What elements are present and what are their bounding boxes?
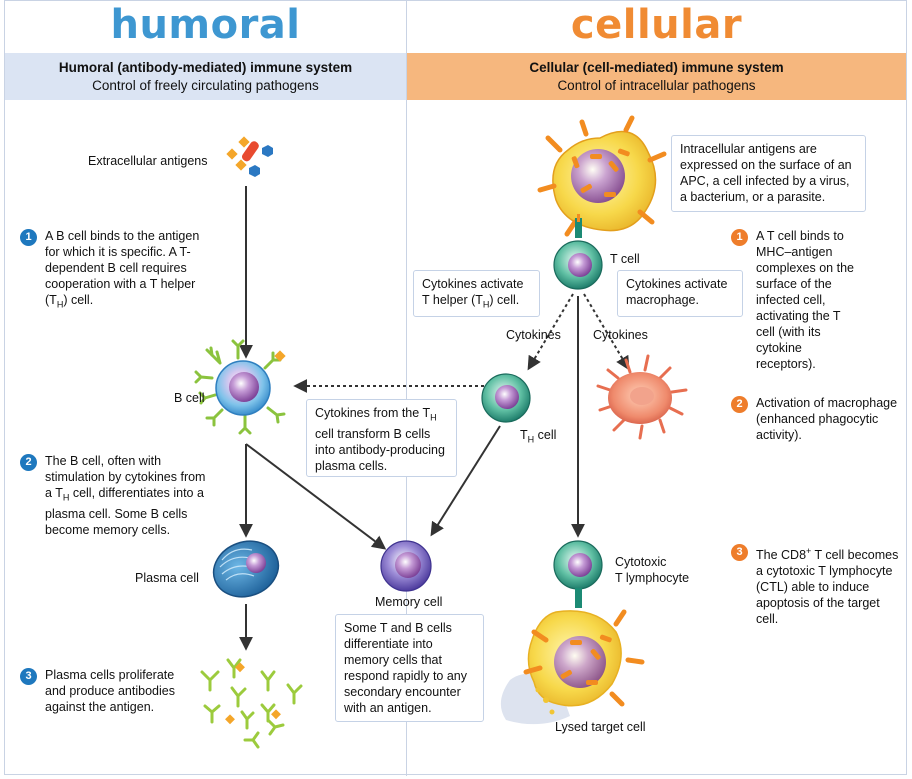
- humoral-step-2-a: The B cell, often with stimulation by cy…: [45, 454, 206, 500]
- cellular-step-3-text: The CD8+ T cell becomes a cytotoxic T ly…: [756, 543, 901, 627]
- memory-cell-label: Memory cell: [375, 595, 443, 609]
- cellular-step-1-badge: 1: [731, 229, 748, 246]
- th-transform-box: Cytokines from the TH cell transform B c…: [306, 399, 457, 477]
- cellular-header-subtitle: Control of intracellular pathogens: [557, 78, 756, 93]
- humoral-header: Humoral (antibody-mediated) immune syste…: [5, 53, 406, 100]
- b-cell-icon: [194, 339, 286, 435]
- humoral-step-1-sub: H: [56, 299, 64, 310]
- th-cell-sub: H: [527, 434, 535, 445]
- plasma-cell-icon: [212, 540, 280, 598]
- cellular-step-3-badge: 3: [731, 544, 748, 561]
- cytokines-right-label: Cytokines: [593, 328, 648, 342]
- memory-cell-box: Some T and B cells differentiate into me…: [335, 614, 484, 722]
- t-cell-label: T cell: [610, 252, 640, 266]
- humoral-header-subtitle: Control of freely circulating pathogens: [92, 78, 319, 93]
- cellular-header: Cellular (cell-mediated) immune system C…: [407, 53, 906, 100]
- humoral-step-2-sub: H: [62, 492, 70, 503]
- figure-frame: [4, 0, 907, 775]
- humoral-step-2-badge: 2: [20, 454, 37, 471]
- th-transform-a: Cytokines from the T: [315, 406, 431, 420]
- th-transform-b: cell transform B cells into antibody-pro…: [315, 426, 445, 473]
- macrophage-icon: [596, 354, 688, 440]
- humoral-title: humoral: [110, 2, 301, 48]
- humoral-header-title: Humoral (antibody-mediated) immune syste…: [58, 60, 353, 75]
- cyto-th-a: Cytokines activate T helper (T: [422, 277, 524, 307]
- cyto-th-sub: H: [482, 299, 490, 310]
- cellular-title: cellular: [570, 2, 743, 48]
- th-cell-label: TH cell: [520, 427, 556, 448]
- humoral-step-1-badge: 1: [20, 229, 37, 246]
- antibodies-icon: [200, 658, 303, 749]
- humoral-step-3-text: Plasma cells proliferate and produce ant…: [45, 668, 175, 714]
- cellular-step-3-b: T cell becomes a cytotoxic T lymphocyte …: [756, 548, 899, 627]
- memory-cell-icon: [380, 540, 432, 592]
- extracellular-antigens-icon: [226, 136, 273, 177]
- humoral-step-1-end: ) cell.: [63, 293, 94, 307]
- cellular-step-1-text: A T cell binds to MHC–antigen complexes …: [756, 229, 854, 371]
- th-transform-sub: H: [430, 412, 437, 423]
- humoral-step-2-text: The B cell, often with stimulation by cy…: [45, 453, 213, 538]
- humoral-step-3-badge: 3: [20, 668, 37, 685]
- cytokines-left-label: Cytokines: [506, 328, 561, 342]
- cyto-th-b: ) cell.: [489, 293, 520, 307]
- humoral-step-2-b: cell, differentiates into a plasma cell.…: [45, 486, 204, 537]
- humoral-step-1-text: A B cell binds to the antigen for which …: [45, 228, 215, 313]
- th-cell-icon: [481, 373, 531, 423]
- ctl-label: Cytotoxic T lymphocyte: [615, 554, 689, 586]
- th-cell-b: cell: [534, 428, 557, 442]
- cytokines-activate-th-box: Cytokines activate T helper (TH) cell.: [413, 270, 540, 317]
- apc-infected-cell-icon: [537, 115, 667, 238]
- t-cell-icon: [553, 240, 603, 290]
- cellular-header-title: Cellular (cell-mediated) immune system: [529, 60, 784, 75]
- cellular-step-3-a: The CD8: [756, 548, 807, 563]
- ctl-label-line-1: Cytotoxic: [615, 555, 667, 569]
- lysed-target-cell-icon: [500, 609, 645, 725]
- b-cell-label: B cell: [174, 391, 205, 405]
- extracellular-antigens-label: Extracellular antigens: [88, 154, 208, 168]
- plasma-cell-label: Plasma cell: [135, 571, 199, 585]
- cellular-step-3-sup: +: [806, 546, 812, 556]
- th-cell-a: T: [520, 428, 528, 442]
- cytokines-activate-macrophage-box: Cytokines activate macrophage.: [617, 270, 743, 317]
- cellular-step-2-text: Activation of macrophage (enhanced phago…: [756, 396, 898, 442]
- column-divider: [406, 0, 407, 776]
- ctl-label-line-2: T lymphocyte: [615, 571, 690, 585]
- cellular-step-2-badge: 2: [731, 396, 748, 413]
- cytotoxic-t-cell-icon: [553, 540, 603, 608]
- lysed-target-cell-label: Lysed target cell: [555, 720, 646, 734]
- apc-info-box: Intracellular antigens are expressed on …: [671, 135, 866, 212]
- humoral-step-1-main: A B cell binds to the antigen for which …: [45, 229, 200, 307]
